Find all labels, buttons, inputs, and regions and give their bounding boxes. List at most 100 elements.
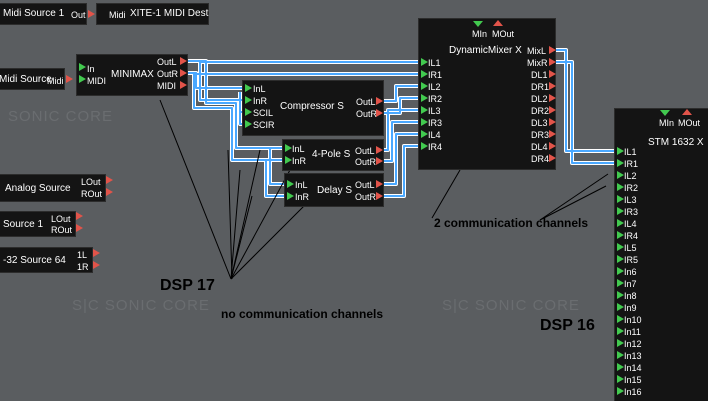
stm-in-port[interactable]	[617, 207, 624, 215]
out-l-port[interactable]	[180, 57, 187, 65]
wire[interactable]	[188, 72, 284, 161]
wire[interactable]	[384, 133, 420, 185]
wire[interactable]	[556, 61, 616, 164]
stm-1632-module[interactable]: MIn MOut STM 1632 X IL1 IR1 IL2 IR2 IL3 …	[614, 108, 708, 401]
mixer-in-port[interactable]	[421, 94, 428, 102]
r-out-port[interactable]	[76, 224, 83, 232]
stm-in-port[interactable]	[617, 159, 624, 167]
mixer-in-port[interactable]	[421, 70, 428, 78]
midi-out-port[interactable]	[66, 75, 73, 83]
in-port[interactable]	[79, 63, 86, 71]
in-r-port[interactable]	[285, 156, 292, 164]
wire[interactable]	[556, 49, 616, 152]
midi-in-label: MIn	[659, 118, 675, 128]
midi-source-module[interactable]: Midi Source Midi	[0, 68, 65, 90]
stm-in-port[interactable]	[617, 231, 624, 239]
mixer-out-port[interactable]	[549, 154, 556, 162]
stm-in-port[interactable]	[617, 219, 624, 227]
wire[interactable]	[384, 97, 420, 114]
mixer-out-port[interactable]	[549, 70, 556, 78]
stm-in-port[interactable]	[617, 183, 624, 191]
mixer-out-port[interactable]	[549, 106, 556, 114]
mixer-in-port[interactable]	[421, 58, 428, 66]
l-out-port[interactable]	[106, 176, 113, 184]
port-label: OutL	[355, 146, 375, 156]
l-out-port[interactable]	[76, 212, 83, 220]
mixer-out-port[interactable]	[549, 130, 556, 138]
wire[interactable]	[188, 60, 420, 63]
out-r-port[interactable]	[376, 157, 383, 165]
stm-in-port[interactable]	[617, 327, 624, 335]
wire[interactable]	[269, 148, 286, 185]
stm-in-port[interactable]	[617, 315, 624, 323]
wire[interactable]	[384, 85, 420, 102]
midi-out-port[interactable]	[180, 81, 187, 89]
wire[interactable]	[384, 121, 420, 162]
r-out-port[interactable]	[106, 188, 113, 196]
compressor-module[interactable]: InL InR SCIL SCIR Compressor S OutL OutR	[242, 80, 384, 136]
stm-in-port[interactable]	[617, 363, 624, 371]
analog-source-module[interactable]: Analog Source LOut ROut	[0, 174, 106, 202]
stm-in-port[interactable]	[617, 291, 624, 299]
source-64-module[interactable]: -32 Source 64 1L 1R	[0, 247, 93, 273]
source-1-module[interactable]: Source 1 LOut ROut	[0, 211, 76, 237]
mixer-in-port[interactable]	[421, 142, 428, 150]
stm-in-port[interactable]	[617, 171, 624, 179]
wire[interactable]	[384, 145, 420, 197]
mixer-in-port[interactable]	[421, 130, 428, 138]
delay-module[interactable]: InL InR Delay S OutL OutR	[284, 173, 384, 207]
stm-in-port[interactable]	[617, 279, 624, 287]
midi-in-port[interactable]	[660, 110, 670, 116]
stm-in-port[interactable]	[617, 339, 624, 347]
mixer-in-port[interactable]	[421, 118, 428, 126]
mixer-out-port[interactable]	[549, 142, 556, 150]
stm-in-port[interactable]	[617, 243, 624, 251]
out-r-port[interactable]	[376, 109, 383, 117]
sc-in-l-port[interactable]	[245, 108, 252, 116]
port-label: IL1	[624, 147, 637, 157]
in-l-port[interactable]	[285, 144, 292, 152]
stm-in-port[interactable]	[617, 375, 624, 383]
stm-in-port[interactable]	[617, 255, 624, 263]
stm-in-port[interactable]	[617, 195, 624, 203]
in-l-port[interactable]	[245, 84, 252, 92]
out-r-port[interactable]	[180, 69, 187, 77]
in-r-port[interactable]	[287, 192, 294, 200]
mixer-in-port[interactable]	[421, 106, 428, 114]
mixer-out-port[interactable]	[549, 46, 556, 54]
in-r-port[interactable]	[245, 96, 252, 104]
midi-source-1-module[interactable]: Midi Source 1 Out	[0, 3, 87, 25]
stm-in-port[interactable]	[617, 303, 624, 311]
stm-in-port[interactable]	[617, 387, 624, 395]
wire[interactable]	[188, 72, 420, 75]
wire[interactable]	[188, 60, 284, 149]
in-l-port[interactable]	[287, 180, 294, 188]
midi-out-port[interactable]	[682, 109, 692, 115]
mixer-out-port[interactable]	[549, 94, 556, 102]
midi-in-port[interactable]	[79, 75, 86, 83]
midi-out-port[interactable]	[88, 10, 95, 18]
out-l-port[interactable]	[376, 180, 383, 188]
wire[interactable]	[265, 160, 286, 197]
mixer-out-port[interactable]	[549, 118, 556, 126]
stm-in-port[interactable]	[617, 147, 624, 155]
mixer-out-port[interactable]	[549, 82, 556, 90]
stm-in-port[interactable]	[617, 267, 624, 275]
mixer-out-port[interactable]	[549, 58, 556, 66]
stm-in-port[interactable]	[617, 351, 624, 359]
midi-in-port[interactable]	[473, 21, 483, 27]
midi-out-port[interactable]	[493, 20, 503, 26]
four-pole-module[interactable]: InL InR 4-Pole S OutL OutR	[282, 139, 384, 171]
minimax-module[interactable]: In MIDI MINIMAX OutL OutR MIDI	[76, 54, 188, 96]
mixer-in-port[interactable]	[421, 82, 428, 90]
wire[interactable]	[384, 109, 420, 151]
out-l-port[interactable]	[376, 146, 383, 154]
l-out-port[interactable]	[93, 249, 100, 257]
out-r-port[interactable]	[376, 192, 383, 200]
xite-midi-dest-module[interactable]: Midi XITE-1 MIDI Dest	[96, 3, 209, 25]
r-out-port[interactable]	[93, 261, 100, 269]
sc-in-r-port[interactable]	[245, 120, 252, 128]
out-l-port[interactable]	[376, 97, 383, 105]
dynamic-mixer-module[interactable]: MIn MOut DynamicMixer X IL1 IR1 IL2 IR2 …	[418, 18, 556, 170]
